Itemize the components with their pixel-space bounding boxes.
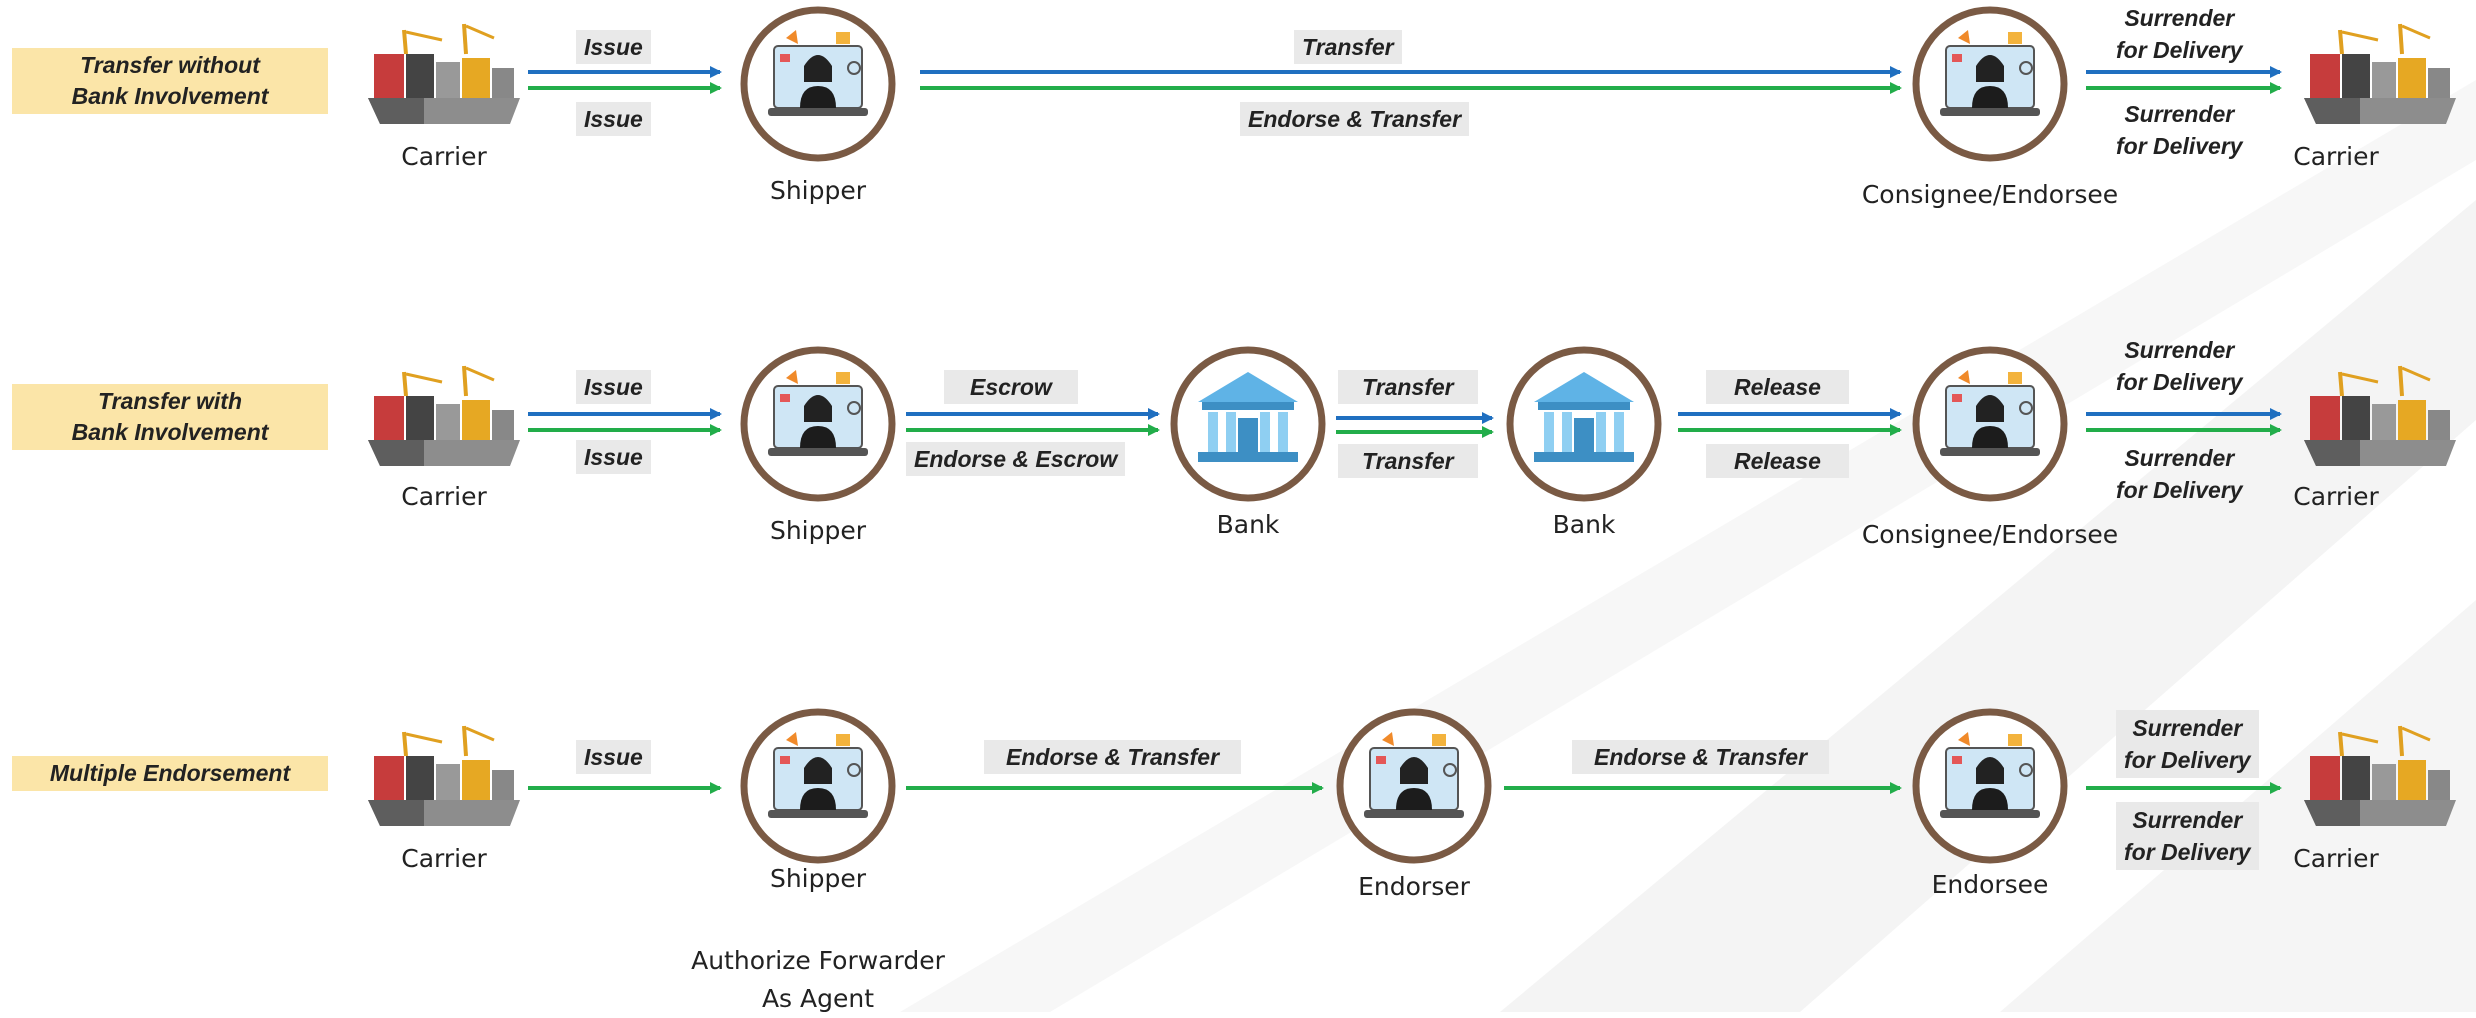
node-label-carrier: Carrier [401,844,487,873]
node-label-shipper: Shipper [769,176,867,205]
tag-issue: Issue [576,440,651,474]
tag-transfer: Transfer [1294,30,1402,64]
cargo-ship-icon [2304,23,2456,124]
cargo-ship-icon [368,365,520,466]
tag-escrow: Escrow [944,370,1078,404]
tag-issue: Issue [576,370,651,404]
person-laptop-icon [1336,708,1492,864]
row-label-without-bank: Transfer without Bank Involvement [12,48,328,114]
node-label-carrier: Carrier [401,482,487,511]
node-note-authorize-forwarder: Authorize Forwarder As Agent [691,946,945,1013]
node-label-shipper: Shipper [769,516,867,545]
tag-issue: Issue [576,740,651,774]
person-laptop-icon [1912,708,2068,864]
node-label-bank: Bank [1552,510,1616,539]
tag-release: Release [1706,370,1849,404]
node-label-bank: Bank [1216,510,1280,539]
cargo-ship-icon [368,725,520,826]
tag-transfer: Transfer [1338,370,1478,404]
tag-release: Release [1706,444,1849,478]
node-label-carrier: Carrier [2293,142,2379,171]
cargo-ship-icon [2304,365,2456,466]
node-label-endorsee: Endorsee [1931,870,2049,899]
person-laptop-icon [740,6,896,162]
node-label-carrier: Carrier [2293,844,2379,873]
row-label-text: Transfer without Bank Involvement [71,52,269,109]
person-laptop-icon [740,708,896,864]
tag-endorse-transfer: Endorse & Transfer [1240,102,1470,136]
tag-endorse-transfer: Endorse & Transfer [1572,740,1830,774]
node-label-consignee: Consignee/Endorsee [1861,520,2119,549]
tag-endorse-transfer: Endorse & Transfer [984,740,1242,774]
person-laptop-icon [1912,6,2068,162]
row-label-text: Transfer with Bank Involvement [71,388,269,445]
node-label-shipper: Shipper [769,864,867,893]
tag-endorse-escrow: Endorse & Escrow [906,442,1126,476]
tag-surrender-for-delivery: Surrender for Delivery [2116,802,2259,870]
tag-surrender-for-delivery: Surrender for Delivery [2116,445,2243,503]
bank-building-icon [1170,346,1326,502]
node-label-carrier: Carrier [2293,482,2379,511]
node-label-endorser: Endorser [1358,872,1470,901]
tag-issue: Issue [576,30,651,64]
person-laptop-icon [740,346,896,502]
tag-issue: Issue [576,102,651,136]
row-label-with-bank: Transfer with Bank Involvement [12,384,328,450]
node-label-consignee: Consignee/Endorsee [1861,180,2119,209]
cargo-ship-icon [368,23,520,124]
person-laptop-icon [1912,346,2068,502]
tag-surrender-for-delivery: Surrender for Delivery [2116,710,2259,778]
bank-building-icon [1506,346,1662,502]
tag-transfer: Transfer [1338,444,1478,478]
node-label-carrier: Carrier [401,142,487,171]
cargo-ship-icon [2304,725,2456,826]
tag-surrender-for-delivery: Surrender for Delivery [2116,101,2243,159]
tag-surrender-for-delivery: Surrender for Delivery [2116,5,2243,63]
row-label-text: Multiple Endorsement [49,760,291,786]
tag-surrender-for-delivery: Surrender for Delivery [2116,337,2243,395]
row-label-multiple-endorsement: Multiple Endorsement [12,756,328,791]
